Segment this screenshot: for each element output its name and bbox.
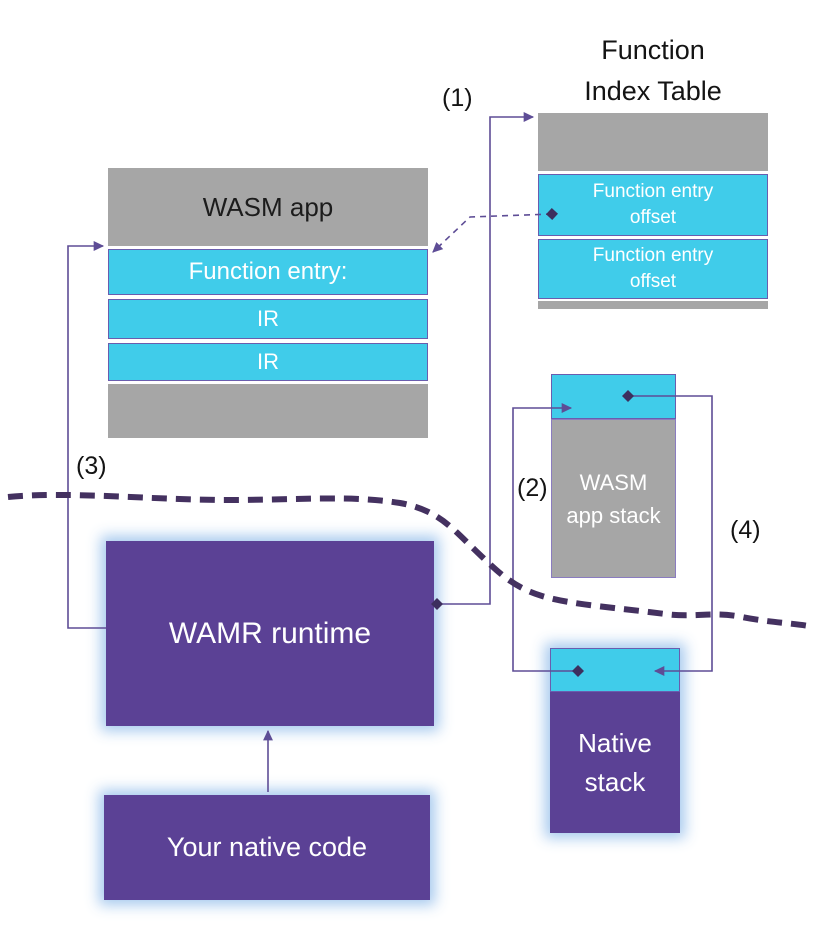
function-entry-offset-row-1: Function entry offset [538, 174, 768, 236]
wasm-app-ir-row-2: IR [108, 343, 428, 381]
step-1-label: (1) [442, 84, 473, 112]
wasm-app-function-entry-row: Function entry: [108, 249, 428, 295]
native-stack-body: Native stack [550, 692, 680, 833]
wasm-app-stack-body: WASM app stack [551, 419, 676, 578]
wasm-app-box: WASM app Function entry: IR IR [108, 168, 428, 438]
step-4-label: (4) [730, 516, 761, 544]
wasm-app-stack-top-strip [551, 374, 676, 419]
function-index-table-header [538, 113, 768, 171]
connector-offset-to-entry-dashed [432, 208, 558, 253]
function-index-table-title: Function Index Table [584, 35, 722, 106]
function-index-table-footer [538, 301, 768, 309]
function-entry-offset-row-2: Function entry offset [538, 239, 768, 299]
connector-wamr-to-wasm-app [67, 241, 106, 629]
step-2-label: (2) [517, 474, 548, 502]
wasm-app-header: WASM app [108, 168, 428, 246]
wamr-runtime-label: WAMR runtime [168, 616, 372, 650]
native-stack-top-strip [550, 648, 680, 692]
wasm-app-ir-row-1: IR [108, 299, 428, 339]
wasm-app-footer [108, 384, 428, 438]
native-code-label: Your native code [166, 832, 368, 862]
native-code-box: Your native code [104, 795, 430, 900]
connector-wamr-to-index-table [431, 112, 535, 610]
native-stack-box: Native stack [550, 648, 680, 833]
step-3-label: (3) [76, 452, 107, 480]
wasm-app-stack-box: WASM app stack [551, 374, 676, 578]
wamr-runtime-box: WAMR runtime [106, 541, 434, 726]
function-index-table-box: Function entry offset Function entry off… [538, 113, 768, 309]
